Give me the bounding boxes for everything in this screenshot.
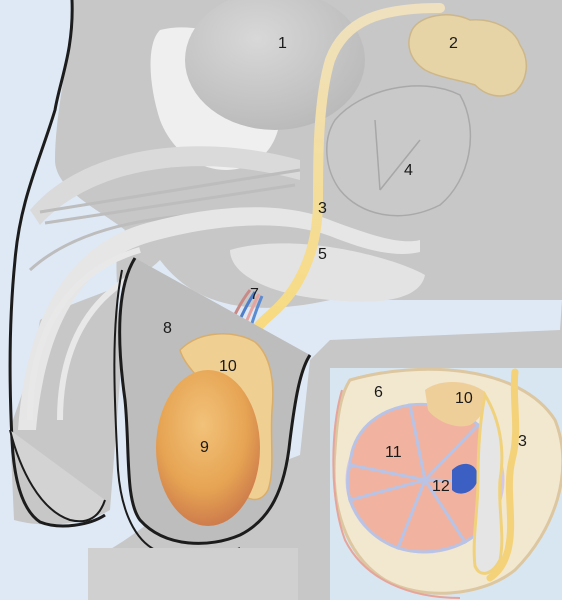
label-8: 8: [163, 320, 172, 337]
inset-label-11: 11: [385, 444, 402, 461]
label-9: 9: [200, 439, 209, 456]
inset-label-6: 6: [374, 384, 383, 401]
label-4: 4: [404, 162, 413, 179]
label-5: 5: [318, 246, 327, 263]
inset-label-3: 3: [518, 433, 527, 450]
label-3: 3: [318, 200, 327, 217]
label-7: 7: [250, 286, 259, 303]
inset-label-10: 10: [455, 390, 473, 407]
inset-label-12: 12: [432, 478, 450, 495]
label-2: 2: [449, 35, 458, 52]
bottom-pale-block: [88, 548, 298, 600]
label-10: 10: [219, 358, 237, 375]
label-1: 1: [278, 35, 287, 52]
